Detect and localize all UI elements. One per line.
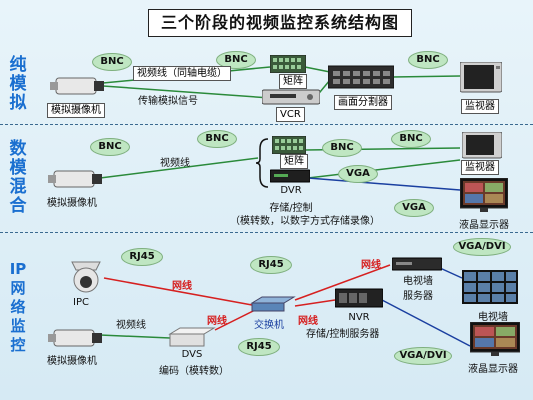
bnc-bubble: BNC (322, 139, 362, 157)
lcd-label: 液晶显示器 (468, 364, 518, 375)
bnc-bubble: BNC (92, 53, 132, 71)
analog-camera-label: 模拟摄像机 (47, 103, 105, 118)
bracket-icon (256, 138, 269, 188)
monitor-icon (459, 61, 503, 100)
analog-camera-icon (48, 166, 104, 196)
net-cable-label: 网线 (361, 260, 381, 271)
monitor-label: 监视器 (461, 160, 499, 175)
splitter-icon (327, 64, 395, 94)
matrix-icon (269, 54, 307, 77)
analog-camera-label: 模拟摄像机 (47, 198, 97, 209)
section-label-analog: 纯模拟 (9, 55, 27, 113)
switch-icon (250, 295, 296, 317)
diagram-title: 三个阶段的视频监控系统结构图 (148, 9, 412, 37)
signal-label: 传输模拟信号 (138, 96, 198, 107)
tv-wall-icon (462, 270, 518, 308)
section-divider (0, 232, 533, 233)
vcr-icon (261, 88, 321, 110)
nvr-icon (334, 288, 384, 312)
dvr-sub-label: 存储/控制 (269, 203, 313, 214)
dvr-note: （模转数，以数字方式存储录像） (230, 216, 380, 227)
monitor-label: 监视器 (461, 99, 499, 114)
lcd-monitor-icon (459, 177, 509, 218)
cable-label: 视频线 (160, 158, 190, 169)
switch-label: 交换机 (254, 320, 284, 331)
dvs-label: DVS (181, 349, 203, 360)
nvr-sub-label: 存储/控制服务器 (306, 329, 380, 340)
bnc-bubble: BNC (391, 130, 431, 148)
lcd-label: 液晶显示器 (459, 220, 509, 231)
rj45-bubble: RJ45 (250, 256, 292, 274)
bnc-bubble: BNC (408, 51, 448, 69)
bnc-bubble: BNC (197, 130, 237, 148)
analog-camera-label: 模拟摄像机 (47, 356, 97, 367)
bnc-bubble: BNC (90, 138, 130, 156)
analog-camera-icon (48, 325, 104, 355)
cable-label: 视频线 (116, 320, 146, 331)
net-cable-label: 网线 (172, 281, 192, 292)
matrix-label: 矩阵 (280, 154, 308, 169)
rj45-bubble: RJ45 (121, 248, 163, 266)
vga-bubble: VGA (338, 165, 378, 183)
net-cable-label: 网线 (207, 316, 227, 327)
bnc-bubble: BNC (216, 51, 256, 69)
vcr-label: VCR (276, 107, 305, 122)
dvs-icon (168, 326, 216, 352)
rj45-bubble: RJ45 (238, 338, 280, 356)
section-divider (0, 124, 533, 125)
dvr-label: DVR (280, 185, 302, 196)
vga-bubble: VGA (394, 199, 434, 217)
vgadvi-bubble: VGA/DVI (394, 347, 452, 365)
tv-wall-label: 电视墙 (478, 312, 508, 323)
net-cable-label: 网线 (298, 316, 318, 327)
analog-camera-icon (50, 72, 106, 104)
monitor-icon (461, 131, 503, 164)
cable-label: 视频线（同轴电缆） (133, 66, 231, 81)
splitter-label: 画面分割器 (334, 95, 392, 110)
tvwall-server-label: 电视墙服务器 (403, 276, 433, 302)
dvs-sub-label: 编码（模转数） (159, 366, 229, 377)
vgadvi-bubble: VGA/DVI (453, 238, 511, 256)
ipc-label: IPC (73, 297, 89, 308)
nvr-label: NVR (348, 312, 370, 323)
lcd-monitor-icon (469, 321, 521, 362)
matrix-label: 矩阵 (279, 74, 307, 89)
section-label-hybrid: 数模混合 (9, 139, 27, 216)
ip-camera-icon (68, 258, 104, 300)
